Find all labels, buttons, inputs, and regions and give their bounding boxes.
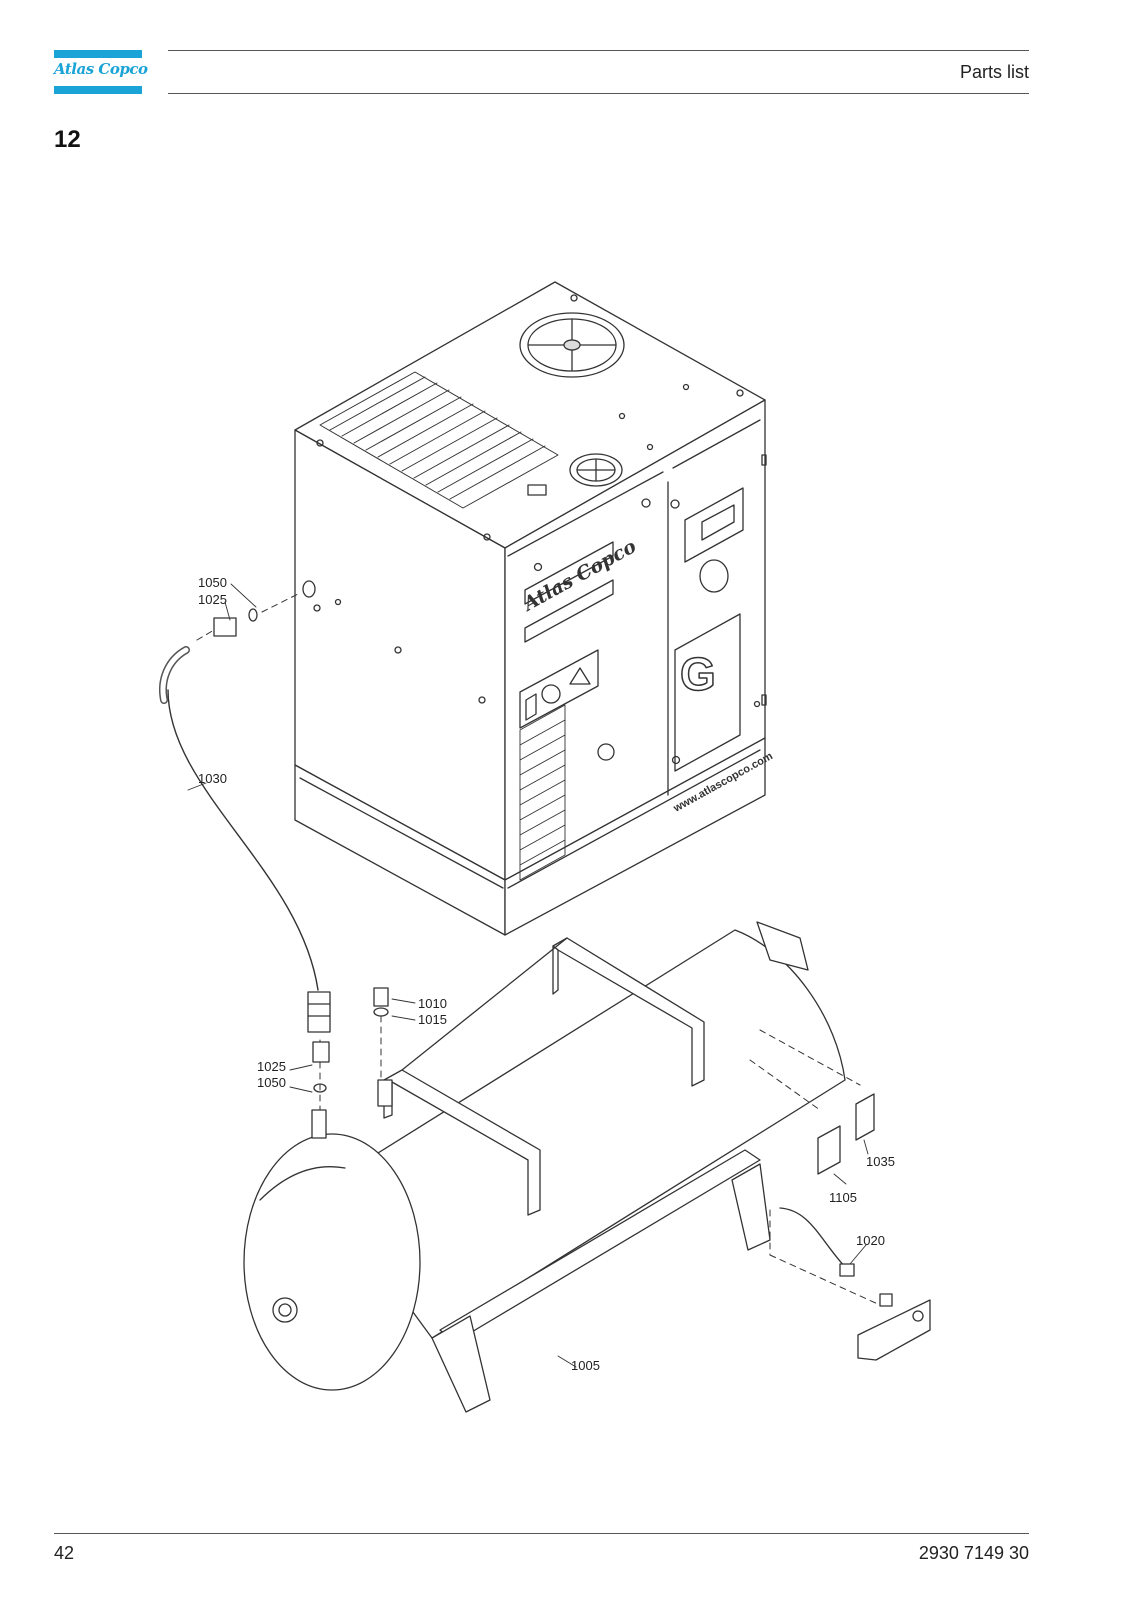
callout-numbers: 1050 1025 1030 1010 1015 1025 1050 1035 … xyxy=(198,575,895,1373)
page-number: 42 xyxy=(54,1543,75,1563)
tank-mounting-brackets xyxy=(383,937,705,1216)
callout-1050-top: 1050 xyxy=(198,575,227,590)
logo-top-bar xyxy=(54,50,142,58)
atlas-copco-logo: Atlas Copco xyxy=(54,50,148,94)
compressor-cabinet: Atlas Copco xyxy=(294,281,775,936)
callout-1010: 1010 xyxy=(418,996,447,1011)
callout-1020: 1020 xyxy=(856,1233,885,1248)
header-rule-bottom xyxy=(168,93,1029,94)
callout-1025-bottom: 1025 xyxy=(257,1059,286,1074)
callout-1105: 1105 xyxy=(829,1190,857,1205)
callout-1050-bottom: 1050 xyxy=(257,1075,286,1090)
section-number: 12 xyxy=(54,126,81,153)
header-rule-top xyxy=(168,50,1029,51)
air-receiver-tank xyxy=(243,921,846,1413)
callout-1025-top: 1025 xyxy=(198,592,227,607)
callout-1035: 1035 xyxy=(866,1154,895,1169)
side-vent-grille xyxy=(519,704,566,881)
top-ventilation-grille xyxy=(319,371,559,509)
secondary-fan xyxy=(569,453,623,487)
callout-1030: 1030 xyxy=(198,771,227,786)
logo-text: Atlas Copco xyxy=(54,60,148,78)
footer-rule xyxy=(54,1533,1029,1534)
logo-bottom-bar xyxy=(54,86,142,94)
callout-leaders xyxy=(187,583,869,1368)
control-panel xyxy=(670,487,744,593)
hose-assembly xyxy=(159,592,931,1361)
cooling-fan xyxy=(519,312,625,378)
g-vent-panel: G xyxy=(674,613,741,772)
document-number: 2930 7149 30 xyxy=(918,1543,1029,1563)
page-title: Parts list xyxy=(959,62,1029,82)
warning-decal xyxy=(519,649,599,729)
callout-1005: 1005 xyxy=(571,1358,600,1373)
callout-1015: 1015 xyxy=(418,1012,447,1027)
panel-letter: G xyxy=(680,648,716,700)
